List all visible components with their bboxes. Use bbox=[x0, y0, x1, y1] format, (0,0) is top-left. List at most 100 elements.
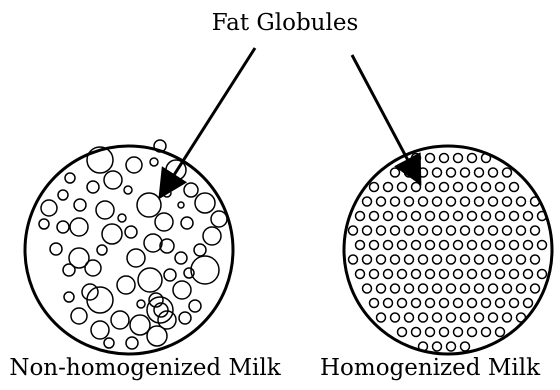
fat-globule-small bbox=[377, 313, 386, 322]
fat-globule-large bbox=[58, 190, 68, 200]
fat-globule-small bbox=[468, 183, 477, 192]
fat-globule-small bbox=[468, 270, 477, 279]
fat-globule-small bbox=[398, 241, 407, 250]
fat-globule-small bbox=[440, 154, 449, 163]
fat-globule-small bbox=[412, 241, 421, 250]
fat-globule-large bbox=[63, 264, 75, 276]
fat-globule-large bbox=[71, 308, 87, 324]
fat-globule-small bbox=[482, 270, 491, 279]
fat-globule-large bbox=[70, 218, 88, 236]
fat-globule-small bbox=[363, 255, 372, 264]
fat-globule-large bbox=[124, 186, 132, 194]
fat-globule-large bbox=[74, 199, 86, 211]
fat-globule-large bbox=[178, 202, 184, 208]
fat-globule-small bbox=[454, 183, 463, 192]
fat-globule-large bbox=[65, 173, 75, 183]
fat-globule-small bbox=[377, 226, 386, 235]
fat-globule-small bbox=[405, 255, 414, 264]
fat-globule-small bbox=[482, 183, 491, 192]
fat-globule-small bbox=[489, 226, 498, 235]
fat-globule-large bbox=[194, 244, 206, 256]
fat-globule-small bbox=[412, 154, 421, 163]
fat-globule-small bbox=[433, 284, 442, 293]
fat-globule-small bbox=[454, 154, 463, 163]
fat-globule-small bbox=[370, 183, 379, 192]
fat-globule-small bbox=[461, 168, 470, 177]
fat-globule-small bbox=[482, 299, 491, 308]
fat-globule-small bbox=[405, 197, 414, 206]
fat-globule-small bbox=[461, 255, 470, 264]
fat-globule-small bbox=[475, 168, 484, 177]
fat-globule-small bbox=[496, 183, 505, 192]
small-fat-globules-group bbox=[349, 154, 547, 352]
fat-globule-large bbox=[138, 268, 162, 292]
fat-globule-large bbox=[137, 300, 145, 308]
fat-globule-small bbox=[419, 313, 428, 322]
fat-globule-large bbox=[125, 226, 137, 238]
fat-globule-small bbox=[510, 270, 519, 279]
fat-globule-small bbox=[489, 168, 498, 177]
fat-globule-small bbox=[510, 183, 519, 192]
fat-globule-small bbox=[370, 212, 379, 221]
fat-globule-small bbox=[363, 284, 372, 293]
fat-globule-small bbox=[363, 226, 372, 235]
fat-globule-small bbox=[503, 226, 512, 235]
fat-globule-small bbox=[496, 270, 505, 279]
fat-globule-small bbox=[433, 197, 442, 206]
fat-globule-large bbox=[150, 158, 158, 166]
fat-globule-small bbox=[517, 197, 526, 206]
fat-globule-small bbox=[503, 255, 512, 264]
fat-globule-small bbox=[447, 226, 456, 235]
fat-globule-small bbox=[384, 299, 393, 308]
fat-globule-small bbox=[475, 284, 484, 293]
fat-globule-small bbox=[531, 226, 540, 235]
fat-globule-small bbox=[370, 270, 379, 279]
fat-globule-small bbox=[454, 241, 463, 250]
left-pointer-arrow bbox=[160, 48, 255, 197]
fat-globule-large bbox=[191, 256, 219, 284]
fat-globule-small bbox=[454, 270, 463, 279]
fat-globule-small bbox=[489, 313, 498, 322]
fat-globule-small bbox=[524, 212, 533, 221]
fat-globule-small bbox=[391, 226, 400, 235]
fat-globule-large bbox=[147, 326, 167, 346]
fat-globule-small bbox=[447, 168, 456, 177]
fat-globule-small bbox=[398, 328, 407, 337]
fat-globule-large bbox=[155, 213, 173, 231]
fat-globule-small bbox=[356, 270, 365, 279]
fat-globule-large bbox=[126, 337, 138, 349]
fat-globule-small bbox=[426, 299, 435, 308]
fat-globule-small bbox=[426, 270, 435, 279]
homogenized-caption: Homogenized Milk bbox=[300, 355, 560, 381]
fat-globule-small bbox=[377, 197, 386, 206]
fat-globule-large bbox=[104, 338, 114, 348]
fat-globule-small bbox=[433, 342, 442, 351]
fat-globule-small bbox=[440, 212, 449, 221]
fat-globule-large bbox=[126, 157, 142, 173]
fat-globule-large bbox=[189, 300, 201, 312]
fat-globule-large bbox=[64, 292, 74, 302]
fat-globule-large bbox=[211, 211, 227, 227]
fat-globule-small bbox=[510, 212, 519, 221]
fat-globule-small bbox=[419, 168, 428, 177]
fat-globule-small bbox=[496, 328, 505, 337]
fat-globule-small bbox=[468, 241, 477, 250]
fat-globule-small bbox=[447, 255, 456, 264]
fat-globule-large bbox=[164, 269, 176, 281]
fat-globule-small bbox=[391, 313, 400, 322]
fat-globule-large bbox=[184, 183, 198, 197]
fat-globule-small bbox=[426, 328, 435, 337]
fat-globule-small bbox=[384, 270, 393, 279]
fat-globule-large bbox=[97, 245, 107, 255]
fat-globule-small bbox=[377, 255, 386, 264]
fat-globule-small bbox=[433, 313, 442, 322]
fat-globule-small bbox=[349, 226, 358, 235]
fat-globule-small bbox=[524, 270, 533, 279]
fat-globule-small bbox=[419, 197, 428, 206]
fat-globule-small bbox=[517, 313, 526, 322]
fat-globule-small bbox=[475, 255, 484, 264]
fat-globule-large bbox=[127, 249, 145, 267]
fat-globule-small bbox=[482, 328, 491, 337]
fat-globule-small bbox=[419, 255, 428, 264]
